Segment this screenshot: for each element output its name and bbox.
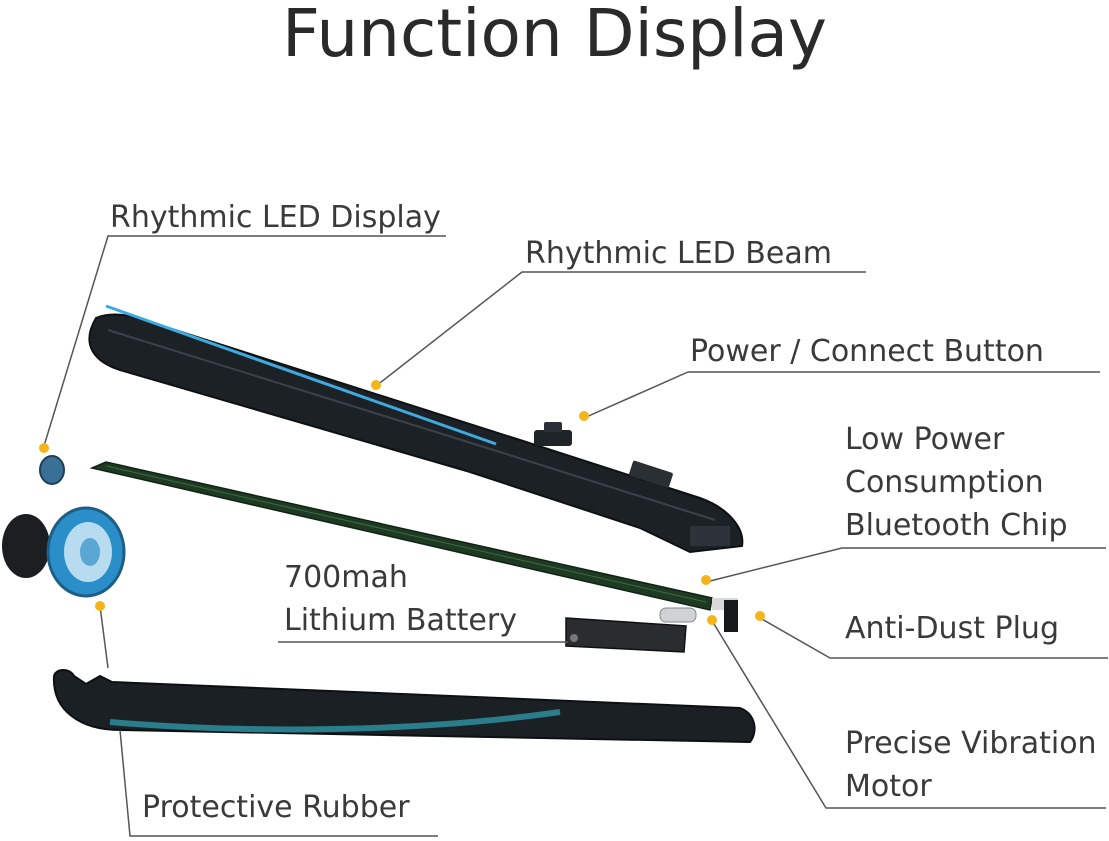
led-display-part [2, 455, 126, 598]
label-bt-chip: Low Power Consumption Bluetooth Chip [845, 418, 1068, 547]
chip-cover-part [629, 460, 673, 488]
label-led-display: Rhythmic LED Display [110, 200, 441, 235]
marker-led-display [39, 443, 49, 453]
marker-power-button [579, 411, 589, 421]
marker-bt-chip [701, 575, 711, 585]
label-vibration-motor-line2: Motor [845, 769, 932, 804]
label-bt-chip-line2: Consumption [845, 465, 1044, 500]
label-rubber: Protective Rubber [142, 790, 410, 825]
marker-vibration-motor [707, 615, 717, 625]
vibration-motor-part [659, 607, 697, 623]
leader-lines [43, 235, 1108, 837]
anti-dust-plug-part [724, 600, 738, 632]
protective-rubber-part [52, 669, 756, 744]
marker-rubber [95, 601, 105, 611]
led-beam-line [105, 304, 497, 446]
top-shell-part [88, 304, 744, 554]
label-bt-chip-line3: Bluetooth Chip [845, 508, 1068, 543]
label-power-button: Power / Connect Button [690, 334, 1044, 369]
label-led-beam: Rhythmic LED Beam [525, 236, 832, 271]
label-vibration-motor-line1: Precise Vibration [845, 726, 1097, 761]
power-button-part [534, 422, 572, 446]
label-bt-chip-line1: Low Power [845, 422, 1005, 457]
page-title: Function Display [282, 0, 827, 72]
label-battery-line1: 700mah [284, 560, 408, 595]
marker-led-beam [371, 380, 381, 390]
callout-markers [39, 380, 765, 625]
marker-dust-plug [755, 611, 765, 621]
label-battery: 700mah Lithium Battery [284, 556, 517, 642]
label-vibration-motor: Precise Vibration Motor [845, 722, 1097, 808]
label-battery-line2: Lithium Battery [284, 603, 517, 638]
battery-part [565, 617, 687, 653]
label-dust-plug: Anti-Dust Plug [845, 611, 1059, 646]
